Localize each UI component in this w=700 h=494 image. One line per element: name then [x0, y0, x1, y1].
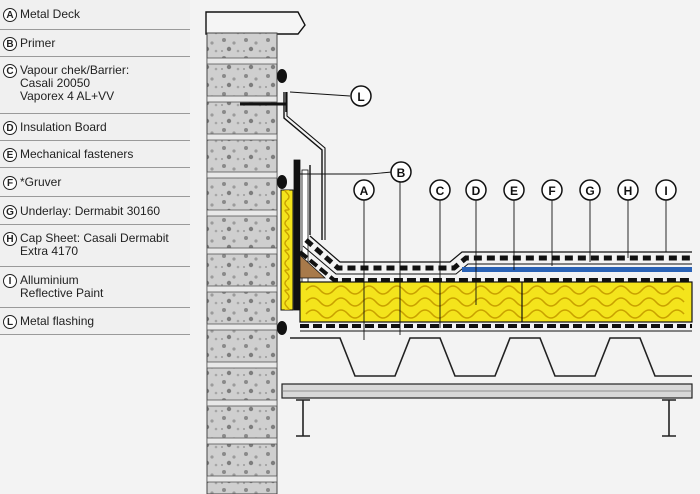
legend-letter-c: C — [3, 64, 17, 78]
legend-text-b: Primer — [20, 36, 56, 50]
legend-text-i: Alluminium Reflective Paint — [20, 273, 104, 300]
callout-b: B — [390, 161, 412, 183]
callout-label-i: I — [664, 184, 667, 198]
callout-label-f: F — [548, 184, 555, 198]
legend-text-f: *Gruver — [20, 175, 62, 189]
legend-item-e: E Mechanical fasteners — [0, 141, 190, 168]
callout-e: E — [503, 179, 525, 201]
callout-label-g: G — [585, 184, 594, 198]
legend-item-i: I Alluminium Reflective Paint — [0, 267, 190, 308]
metal-deck — [290, 337, 692, 377]
legend: A Metal Deck B Primer C Vapour chek/Barr… — [0, 0, 190, 335]
callout-h: H — [617, 179, 639, 201]
callout-label-e: E — [510, 184, 518, 198]
roof-section-diagram: L B A C D E F G H I — [191, 0, 700, 494]
callout-label-d: D — [472, 184, 481, 198]
legend-text-h: Cap Sheet: Casali Dermabit Extra 4170 — [20, 231, 169, 258]
legend-letter-h: H — [3, 232, 17, 246]
legend-item-a: A Metal Deck — [0, 0, 190, 30]
legend-letter-d: D — [3, 121, 17, 135]
sealant-bead-middle — [277, 175, 287, 189]
legend-letter-l: L — [3, 315, 17, 329]
callout-label-l: L — [357, 90, 364, 104]
sealant-bead-bottom — [277, 321, 287, 335]
legend-text-a: Metal Deck — [20, 7, 81, 21]
legend-letter-f: F — [3, 176, 17, 190]
masonry-wall — [206, 32, 278, 494]
legend-letter-e: E — [3, 148, 17, 162]
legend-letter-g: G — [3, 205, 17, 219]
legend-item-g: G Underlay: Dermabit 30160 — [0, 197, 190, 225]
metal-flashing — [240, 92, 326, 240]
callout-l: L — [350, 85, 372, 107]
callout-c: C — [429, 179, 451, 201]
callout-label-b: B — [397, 166, 406, 180]
callout-f: F — [541, 179, 563, 201]
legend-item-h: H Cap Sheet: Casali Dermabit Extra 4170 — [0, 225, 190, 267]
roof-membranes — [298, 235, 692, 285]
callout-label-c: C — [436, 184, 445, 198]
legend-text-d: Insulation Board — [20, 120, 107, 134]
legend-text-e: Mechanical fasteners — [20, 147, 134, 161]
legend-item-d: D Insulation Board — [0, 114, 190, 141]
legend-item-b: B Primer — [0, 30, 190, 57]
fastener-strip — [462, 267, 692, 272]
parapet-coping — [205, 11, 306, 35]
callout-d: D — [465, 179, 487, 201]
callout-g: G — [579, 179, 601, 201]
callout-label-a: A — [360, 184, 369, 198]
legend-item-c: C Vapour chek/Barrier: Casali 20050 Vapo… — [0, 57, 190, 114]
legend-text-c: Vapour chek/Barrier: Casali 20050 Vapore… — [20, 63, 130, 103]
callout-label-h: H — [624, 184, 633, 198]
legend-letter-i: I — [3, 274, 17, 288]
insulation-board — [299, 281, 693, 323]
steel-beam — [281, 383, 693, 437]
legend-letter-b: B — [3, 37, 17, 51]
callout-a: A — [353, 179, 375, 201]
upstand-detail — [280, 159, 327, 311]
sealant-bead-top — [277, 69, 287, 83]
legend-item-l: L Metal flashing — [0, 308, 190, 335]
legend-letter-a: A — [3, 8, 17, 22]
legend-text-g: Underlay: Dermabit 30160 — [20, 204, 161, 218]
legend-item-f: F *Gruver — [0, 168, 190, 197]
callout-i: I — [655, 179, 677, 201]
leader-lines — [289, 91, 667, 340]
legend-text-l: Metal flashing — [20, 314, 95, 328]
